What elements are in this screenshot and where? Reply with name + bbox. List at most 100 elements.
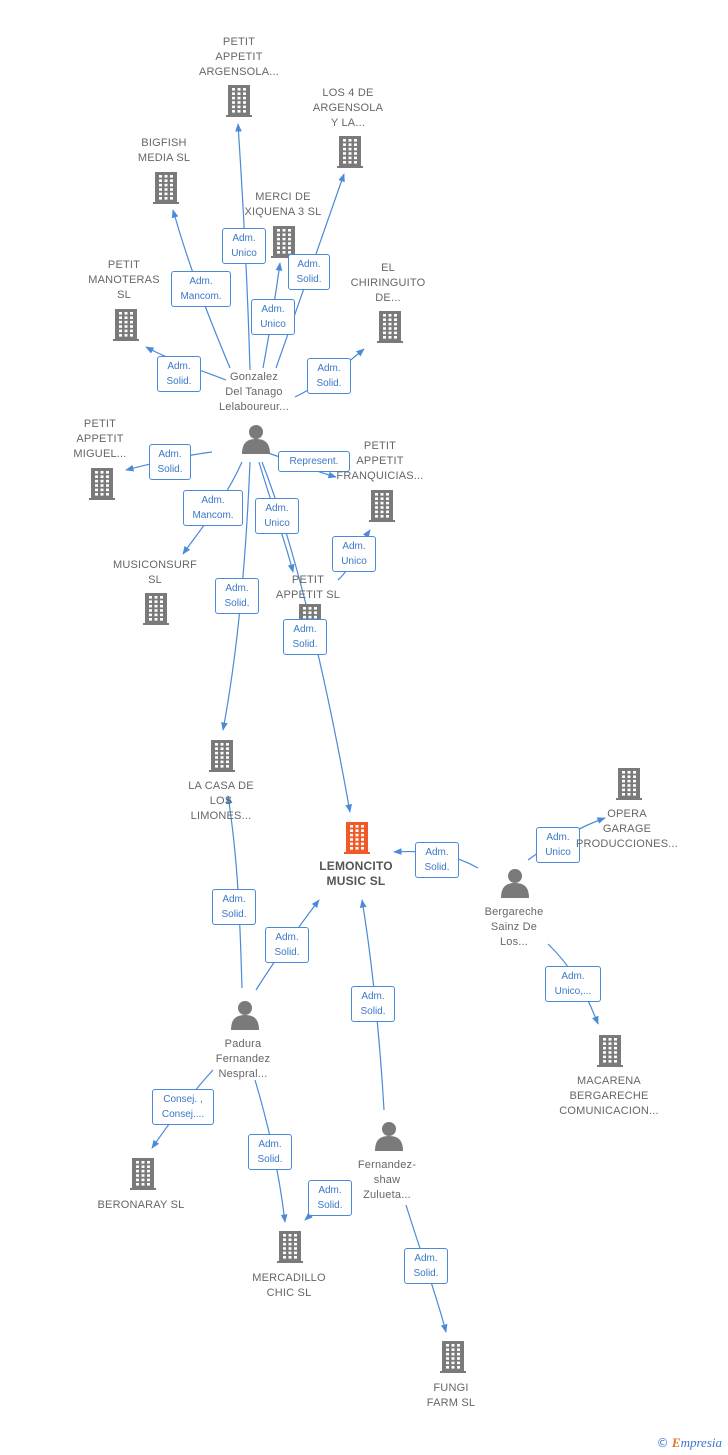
node-label-line: CHIRINGUITO	[350, 277, 426, 289]
node-label-line: EL	[381, 262, 395, 274]
edge-label-gonzalez-to-casa_limones[interactable]: Adm.Solid.	[215, 578, 259, 614]
node-label-line: Fernandez-	[357, 1159, 417, 1171]
building-icon-mercadillo[interactable]	[277, 1231, 303, 1263]
node-label-line: Sainz De	[490, 921, 538, 933]
building-icon-casa_limones[interactable]	[209, 740, 235, 772]
building-icon-fungi[interactable]	[440, 1341, 466, 1373]
edge-label-line: Adm.	[265, 503, 289, 514]
node-label-line: COMUNICACION...	[559, 1105, 659, 1117]
building-icon-petit_manoteras[interactable]	[113, 309, 139, 341]
edge-label-gonzalez-to-petit_sl[interactable]: Adm.Unico	[255, 498, 299, 534]
edge-label-bergareche-to-opera[interactable]: Adm.Unico	[536, 827, 580, 863]
edge-label-padura-to-casa_limones[interactable]: Adm.Solid.	[212, 889, 256, 925]
node-label-merci[interactable]: MERCI DE XIQUENA 3 SL	[245, 190, 322, 220]
person-icon-fernandez_shaw[interactable]	[375, 1122, 403, 1151]
edge-label-padura-to-lemoncito[interactable]: Adm.Solid.	[265, 927, 309, 963]
building-icon-opera[interactable]	[616, 768, 642, 800]
edge-label-line: Adm.	[189, 276, 213, 287]
edge-label-gonzalez-to-lemoncito[interactable]: Adm. Solid.	[283, 619, 327, 655]
node-label-line: CHIC SL	[266, 1287, 312, 1299]
edge-label-line: Adm.	[293, 624, 317, 635]
edge-label-line: Solid.	[360, 1006, 386, 1017]
building-icon-beronaray[interactable]	[130, 1158, 156, 1190]
person-icon-padura[interactable]	[231, 1001, 259, 1030]
edge-label-gonzalez-to-petit_manoteras[interactable]: Adm.Solid.	[157, 356, 201, 392]
node-label-line: ARGENSOLA...	[198, 66, 280, 78]
building-icon-macarena[interactable]	[597, 1035, 623, 1067]
edge-label-bergareche-to-lemoncito[interactable]: Adm.Solid.	[415, 842, 459, 878]
node-label-line: LIMONES...	[190, 810, 252, 822]
edge-label-gonzalez-to-musiconsurf[interactable]: Adm.Mancom.	[183, 490, 243, 526]
edge-label-gonzalez-to-bigfish[interactable]: Adm. Mancom.	[171, 271, 231, 307]
building-icon-bigfish[interactable]	[153, 172, 179, 204]
edge-label-line: Adm.	[342, 541, 366, 552]
building-icon-merci[interactable]	[271, 226, 297, 258]
building-icon-petit_argensola[interactable]	[226, 85, 252, 117]
building-icon-musiconsurf[interactable]	[143, 593, 169, 625]
edge-label-gonzalez-to-los4[interactable]: Adm.Solid.	[288, 254, 330, 290]
edge-label-line: Adm.	[167, 361, 191, 372]
edge-label-line: Adm.	[361, 991, 385, 1002]
node-label-line: Bergareche	[484, 906, 544, 918]
edge-label-petit_sl-to-petit_franq[interactable]: Adm. Unico	[332, 536, 376, 572]
edge-label-padura-to-mercadillo[interactable]: Adm.Solid.	[248, 1134, 292, 1170]
edge-label-line: Adm.	[425, 847, 449, 858]
edge-label-line: Mancom.	[180, 291, 222, 302]
edge-label-line: Solid.	[292, 639, 318, 650]
building-icon-petit_franq[interactable]	[369, 490, 395, 522]
brand-initial: E	[671, 1435, 681, 1450]
node-label-line: Los...	[499, 936, 529, 948]
edge-label-line: Solid.	[274, 947, 300, 958]
node-label-line: Y LA...	[330, 117, 366, 129]
person-icon-gonzalez[interactable]	[242, 425, 270, 454]
edge-label-gonzalez-to-petit_miguel[interactable]: Adm.Solid.	[149, 444, 191, 480]
node-label-beronaray[interactable]: BERONARAY SL	[98, 1198, 185, 1213]
edge-label-line: Solid.	[316, 378, 342, 389]
edge-label-gonzalez-to-chiringuito[interactable]: Adm.Solid.	[307, 358, 351, 394]
node-label-line: XIQUENA 3 SL	[244, 206, 322, 218]
node-label-line: Del Tanago	[225, 386, 283, 398]
edge-label-gonzalez-to-petit_franq[interactable]: Represent.	[278, 451, 350, 472]
edge-label-padura-to-beronaray[interactable]: Consej. ,Consej....	[152, 1089, 214, 1125]
building-icon-lemoncito[interactable]	[344, 822, 370, 854]
edge-label-bergareche-to-macarena[interactable]: Adm.Unico,...	[545, 966, 601, 1002]
edge-label-gonzalez-to-merci[interactable]: Adm.Unico	[251, 299, 295, 335]
edge-label-line: Unico	[260, 319, 286, 330]
building-icon-petit_miguel[interactable]	[89, 468, 115, 500]
edge-label-fernandez_shaw-to-lemoncito[interactable]: Adm. Solid.	[351, 986, 395, 1022]
node-label-line: FARM SL	[426, 1397, 476, 1409]
building-icon-los4[interactable]	[337, 136, 363, 168]
edge-label-line: Mancom.	[192, 510, 234, 521]
edge-label-gonzalez-to-petit_argensola[interactable]: Adm.Unico	[222, 228, 266, 264]
edge-label-line: Unico	[341, 556, 367, 567]
node-label-line: BIGFISH	[141, 137, 187, 149]
edge-label-line: Solid.	[221, 909, 247, 920]
edge-label-fernandez_shaw-to-fungi[interactable]: Adm.Solid.	[404, 1248, 448, 1284]
node-label-line: MERCI DE	[255, 191, 311, 203]
node-label-line: LOS 4 DE	[322, 87, 374, 99]
edge-label-fernandez_shaw-to-mercadillo[interactable]: Adm.Solid.	[308, 1180, 352, 1216]
node-label-line: shaw	[373, 1174, 401, 1186]
person-icon-bergareche[interactable]	[501, 869, 529, 898]
edge-label-line: Adm.	[297, 259, 321, 270]
building-icon-chiringuito[interactable]	[377, 311, 403, 343]
